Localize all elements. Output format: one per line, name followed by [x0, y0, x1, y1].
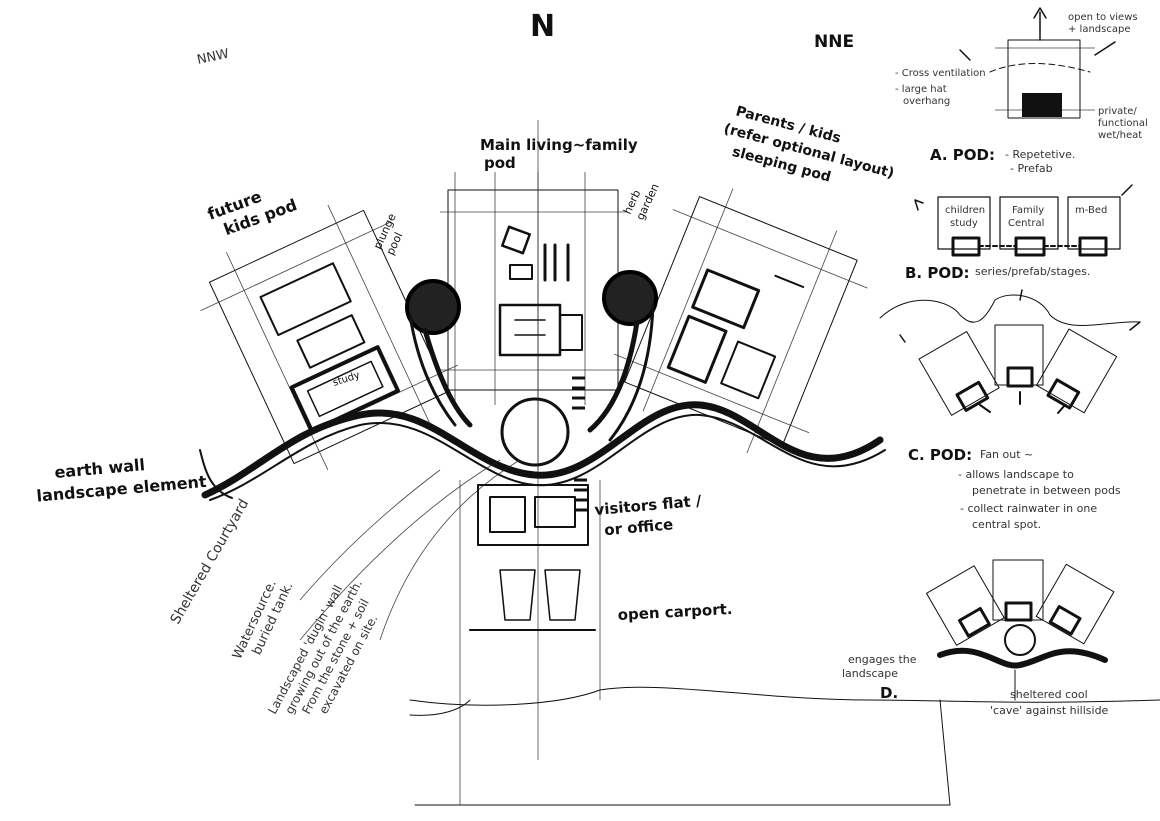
plunge-pool-left [405, 279, 461, 335]
future-kids-pod-plan [200, 204, 458, 470]
living-pod-label: Main living~family pod [480, 136, 643, 172]
option-c-diagram [879, 289, 1141, 416]
watersource-circle [500, 397, 570, 467]
option-c-notes: Fan out ~ - allows landscape to penetrat… [958, 448, 1124, 531]
sleeping-pod-plan [614, 188, 868, 454]
sleeping-pod-label: Parents / kids (refer optional layout) s… [717, 102, 906, 203]
family-central-label: Family Central [1008, 205, 1047, 229]
carport-label: open carport. [617, 600, 733, 624]
option-a-notes: - Repetetive. - Prefab [1005, 148, 1079, 175]
herb-garden-label: herb garden [621, 176, 662, 223]
option-d-diagram [926, 559, 1115, 701]
option-a-diagram [959, 7, 1116, 119]
children-study-label: children study [945, 205, 988, 229]
mbed-label: m-Bed [1075, 205, 1107, 216]
future-pod-label: future kids pod [205, 176, 300, 242]
option-d-label: D. [880, 684, 898, 702]
plunge-pool-label: plunge pool [371, 208, 413, 257]
visitors-flat-plan [459, 480, 601, 700]
watersource-label: Watersource. buried tank. [230, 573, 296, 668]
option-c-label: C. POD: [908, 446, 972, 464]
pod-a-solid-block [1022, 93, 1062, 117]
nne-label: NNE [814, 32, 854, 52]
open-views-label: open to views + landscape [1068, 12, 1141, 35]
cross-ventilation-label: - Cross ventilation [895, 68, 986, 79]
option-b-notes: series/prefab/stages. [975, 265, 1090, 278]
sheltered-label: sheltered cool 'cave' against hillside [990, 688, 1109, 717]
private-label: private/ functional wet/heat [1098, 106, 1151, 141]
earth-wall-label: earth wall landscape element [34, 450, 208, 506]
plunge-pool-right [602, 270, 658, 326]
option-a-label: A. POD: [930, 146, 995, 164]
hatch-marks [572, 376, 587, 512]
study-label: study [332, 370, 362, 389]
courtyard-label: Sheltered Courtyard [168, 496, 253, 627]
north-label: N [530, 9, 555, 44]
engages-label: engages the landscape [842, 653, 920, 680]
visitors-label: visitors flat / or office [594, 491, 709, 540]
option-b-label: B. POD: [905, 264, 970, 282]
earth-wall-curve [201, 401, 884, 499]
option-b-diagram [914, 184, 1133, 257]
nnw-label: NNW [196, 46, 231, 67]
large-hat-label: - large hat overhang [895, 84, 950, 107]
